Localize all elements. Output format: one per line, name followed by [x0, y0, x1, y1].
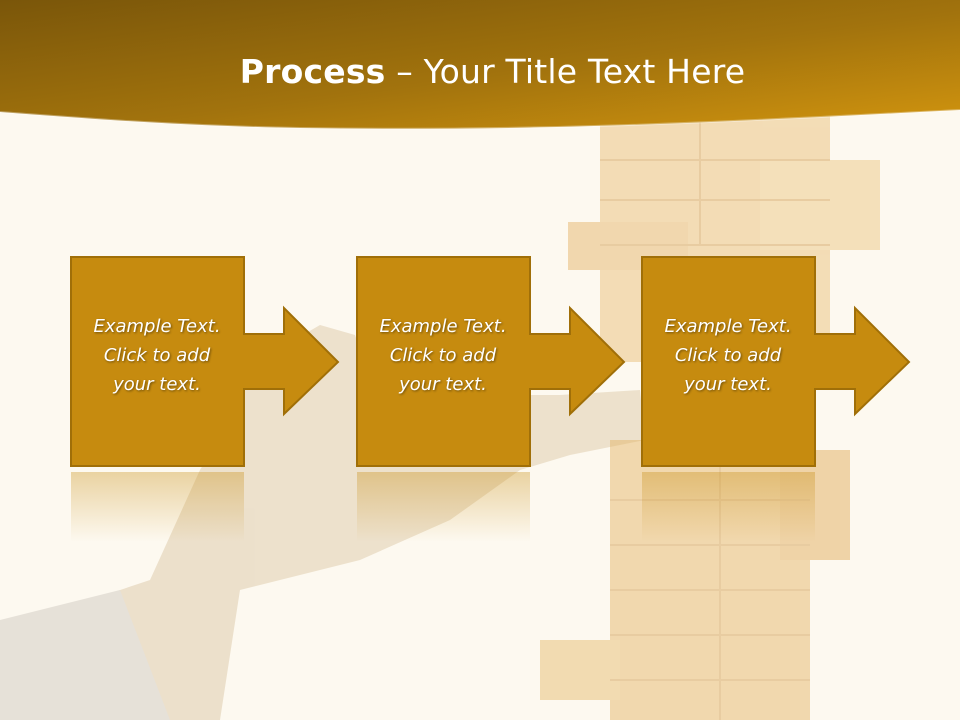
step-text-line: Example Text.: [664, 316, 792, 337]
step-text-line: your text.: [399, 374, 487, 395]
process-step-shape-3: [641, 256, 911, 542]
title-rest: – Your Title Text Here: [385, 52, 746, 91]
process-step-shape-1: [70, 256, 340, 542]
step-text[interactable]: Example Text. Click to add your text.: [642, 312, 814, 399]
header-banner: [0, 0, 960, 129]
step-text-line: Example Text.: [379, 316, 507, 337]
step-text-line: Click to add: [389, 345, 497, 366]
step-text-line: Click to add: [674, 345, 782, 366]
title-bold: Process: [239, 52, 386, 91]
process-step-1[interactable]: Example Text. Click to add your text.: [71, 256, 243, 466]
step-text-line: your text.: [113, 374, 201, 395]
step-text-line: your text.: [684, 374, 772, 395]
step-text[interactable]: Example Text. Click to add your text.: [357, 312, 529, 399]
process-step-3[interactable]: Example Text. Click to add your text.: [642, 256, 814, 466]
process-step-2[interactable]: Example Text. Click to add your text.: [357, 256, 529, 466]
slide-title[interactable]: Process – Your Title Text Here: [0, 52, 960, 91]
step-text[interactable]: Example Text. Click to add your text.: [71, 312, 243, 399]
process-step-shape-2: [356, 256, 626, 542]
step-text-line: Example Text.: [93, 316, 221, 337]
step-text-line: Click to add: [103, 345, 211, 366]
